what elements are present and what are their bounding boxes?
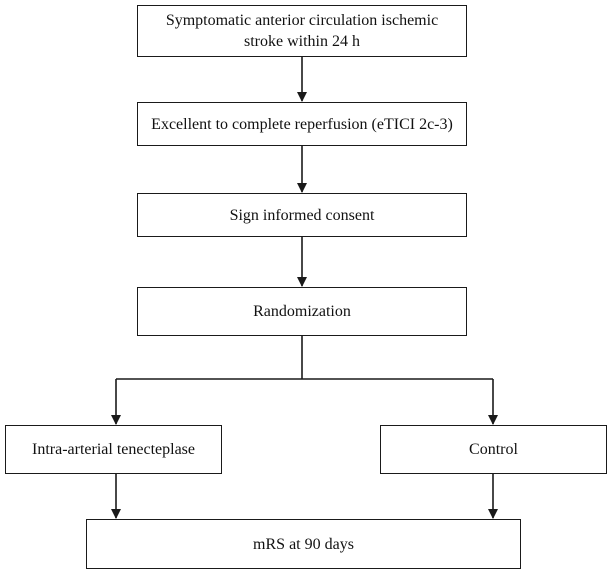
control-arm-box: Control [380, 425, 607, 474]
reperfusion-text: Excellent to complete reperfusion (eTICI… [151, 115, 453, 133]
treatment-arm-text: Intra-arterial tenecteplase [32, 441, 195, 458]
randomization-box: Randomization [137, 287, 467, 336]
outcome-box: mRS at 90 days [86, 519, 521, 569]
reperfusion-box: Excellent to complete reperfusion (eTICI… [137, 102, 467, 146]
inclusion-criteria-box: Symptomatic anterior circulation ischemi… [137, 5, 467, 57]
control-arm-text: Control [469, 441, 518, 458]
outcome-text: mRS at 90 days [253, 535, 354, 553]
informed-consent-text: Sign informed consent [229, 206, 375, 224]
inclusion-criteria-text: Symptomatic anterior circulation ischemi… [165, 12, 439, 50]
treatment-arm-box: Intra-arterial tenecteplase [5, 425, 222, 474]
randomization-text: Randomization [253, 303, 351, 320]
informed-consent-box: Sign informed consent [137, 193, 467, 237]
